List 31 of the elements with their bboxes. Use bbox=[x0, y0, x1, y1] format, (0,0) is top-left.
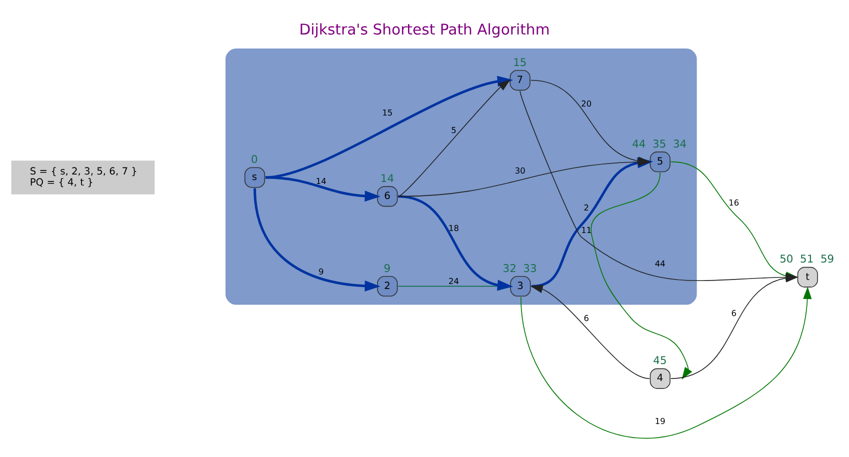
edge-label: 11 bbox=[581, 224, 592, 235]
edge-label: 14 bbox=[316, 176, 326, 186]
edge-label: 6 bbox=[584, 312, 590, 322]
edge-label: 20 bbox=[581, 98, 592, 108]
edge-label: 16 bbox=[728, 197, 740, 208]
edge-label: 2 bbox=[584, 202, 590, 212]
arrow bbox=[398, 79, 510, 196]
edge-label: 44 bbox=[654, 258, 666, 268]
edge-label: 18 bbox=[448, 222, 459, 233]
arrow bbox=[530, 284, 650, 378]
node-label: 45 bbox=[653, 354, 667, 367]
node-label: 32 33 bbox=[502, 261, 537, 274]
arrow bbox=[590, 172, 692, 380]
diagram-title: Dijkstra's Shortest Path Algorithm bbox=[299, 20, 550, 38]
edge-label: 9 bbox=[318, 266, 324, 276]
arrow bbox=[265, 176, 380, 202]
edge-label: 6 bbox=[731, 307, 737, 318]
node-label: 44 35 34 bbox=[632, 136, 687, 150]
arrow bbox=[254, 188, 380, 291]
node-label: 9 bbox=[384, 261, 391, 274]
node-box: S = { s, 2, 3, 5, 6, 7 } PQ = { 4, t } bbox=[11, 160, 155, 194]
node-label: 0 bbox=[251, 152, 258, 166]
node-label: 15 bbox=[513, 55, 527, 68]
edge-label: 5 bbox=[451, 124, 456, 134]
arrow bbox=[520, 286, 812, 438]
edge-label: 30 bbox=[514, 164, 526, 175]
cluster bbox=[226, 48, 697, 304]
edge-label: 15 bbox=[382, 107, 393, 118]
node-label: 50 51 59 bbox=[780, 252, 834, 266]
edge-label: 19 bbox=[654, 415, 666, 426]
node-label: 14 bbox=[380, 171, 394, 184]
